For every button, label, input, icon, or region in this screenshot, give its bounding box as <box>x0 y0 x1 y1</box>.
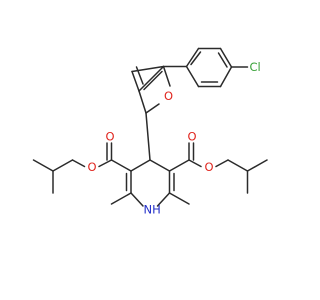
bond-dhp-c <box>130 192 144 207</box>
bond-ring-c-inner <box>217 52 228 68</box>
atom-o-ester-right: O <box>205 160 214 174</box>
bond-ester-left-oc <box>71 159 86 168</box>
bond-furan-a <box>162 65 171 87</box>
atom-o-furan: O <box>164 89 173 103</box>
bond-ring-a-inner <box>190 51 202 66</box>
bond-ring-c <box>219 47 233 68</box>
bond-ester-right-chain-a <box>227 159 249 172</box>
atom-o-carbonyl-left: O <box>106 130 115 144</box>
bond-ring-f <box>185 65 200 88</box>
atom-o-ester-left: O <box>88 160 97 174</box>
bond-methyl-right <box>168 192 190 205</box>
bond-ester-right-chain-b <box>246 159 268 172</box>
molecule-structure: Cl O O O O O NH <box>32 47 268 217</box>
bond-furan-e <box>131 70 140 92</box>
bond-dhp-a <box>130 159 151 172</box>
bond-ester-right-o <box>188 159 202 168</box>
bond-dhp-d <box>156 192 171 207</box>
atom-nh: NH <box>144 203 161 217</box>
bond-ester-right-oc <box>215 159 229 168</box>
bond-ester-right-c <box>168 159 190 172</box>
bond-furan-f <box>131 65 165 73</box>
bond-methyl-left <box>110 192 132 205</box>
bond-furan-d <box>138 65 165 92</box>
bond-ring-d <box>219 66 233 88</box>
atom-o-carbonyl-right: O <box>188 130 197 144</box>
bond-ester-left-chain-a <box>52 159 74 172</box>
bond-furan-c <box>138 90 147 114</box>
bond-ring-a <box>185 47 200 68</box>
bond-furan-c4 <box>145 112 151 161</box>
atom-labels: Cl O O O O O NH <box>88 60 261 217</box>
bond-furan-e-inner <box>135 66 144 85</box>
bond-furan-b <box>145 103 160 114</box>
atom-cl: Cl <box>250 60 261 74</box>
bond-ester-left-chain-b <box>32 159 54 172</box>
bond-ester-left-c <box>110 159 132 172</box>
bond-dhp-f <box>149 159 171 172</box>
bond-ester-left-o <box>98 159 113 168</box>
bond-furan-d-inner <box>143 70 163 91</box>
bonds <box>32 47 268 207</box>
structure-canvas: Cl O O O O O NH <box>32 47 268 217</box>
